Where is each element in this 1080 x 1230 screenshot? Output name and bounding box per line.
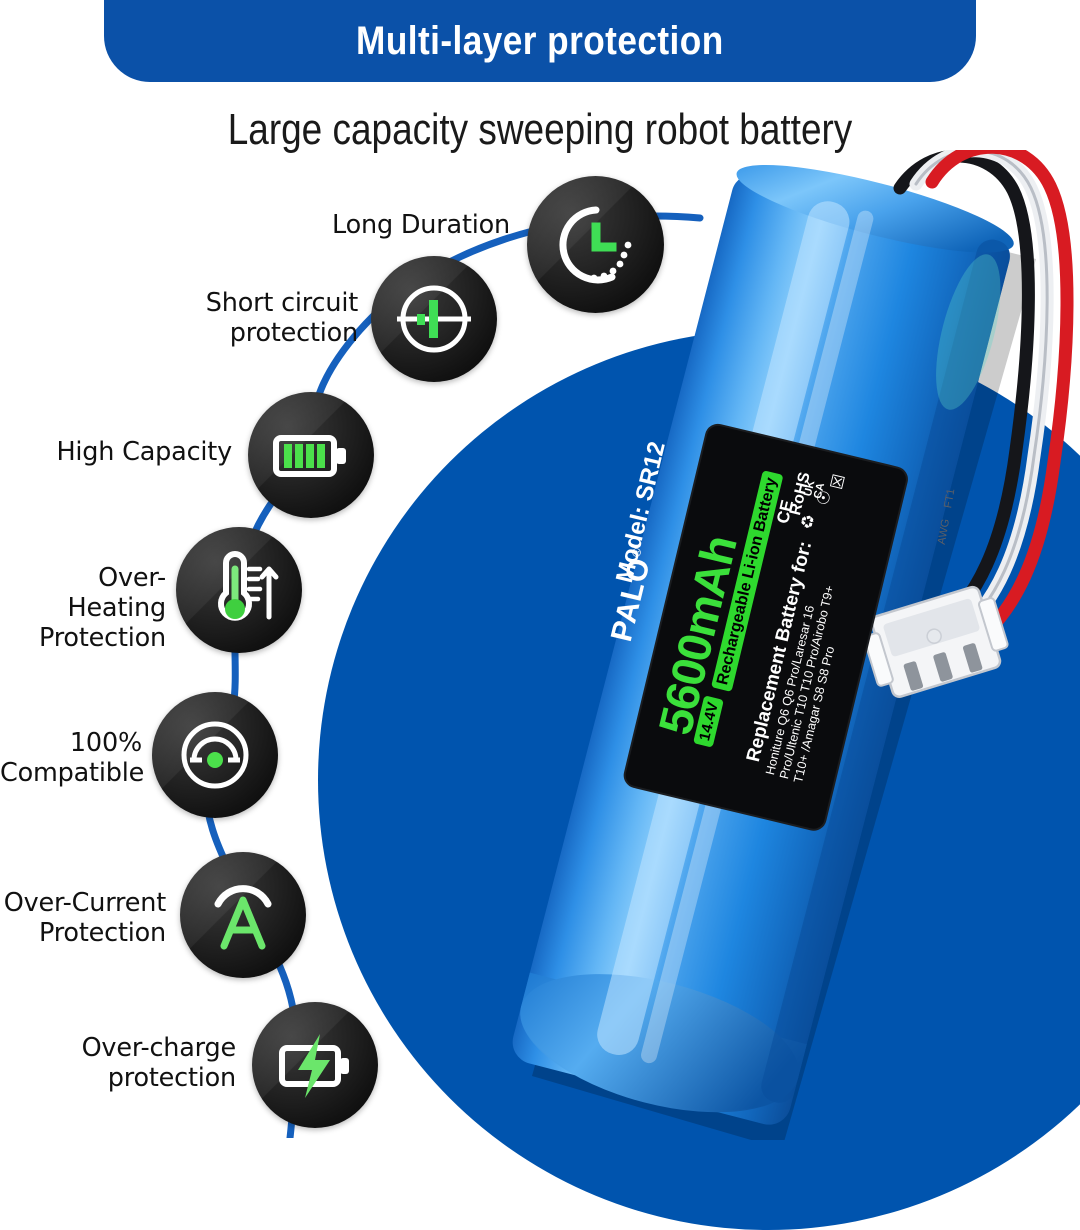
page-title: Multi-layer protection bbox=[356, 18, 724, 63]
compatible-line1: 100% bbox=[69, 728, 142, 758]
header-banner: Multi-layer protection bbox=[104, 0, 976, 82]
battery-bars-icon bbox=[273, 435, 346, 477]
feature-label-over-heating: Over-Heating Protection bbox=[0, 563, 166, 653]
feature-node-over-current[interactable] bbox=[180, 852, 306, 978]
battery-bolt-icon bbox=[279, 1034, 349, 1098]
clock-icon bbox=[558, 206, 631, 283]
over-charge-line2: protection bbox=[107, 1063, 236, 1094]
feature-node-over-heating[interactable] bbox=[176, 527, 302, 653]
battery-product-image: FT1 AWG bbox=[430, 150, 1080, 1140]
short-circuit-line2: protection bbox=[229, 318, 358, 349]
feature-label-over-current: Over-Current Protection bbox=[0, 888, 166, 948]
feature-node-compatible[interactable] bbox=[152, 692, 278, 818]
ampere-icon bbox=[214, 885, 272, 950]
over-charge-line1: Over-charge bbox=[81, 1033, 237, 1063]
svg-text:FT1: FT1 bbox=[942, 488, 957, 509]
short-circuit-icon bbox=[397, 285, 471, 353]
over-heating-line2: Protection bbox=[38, 623, 166, 654]
svg-text:AWG: AWG bbox=[936, 518, 952, 546]
thermometer-icon bbox=[218, 551, 279, 621]
feature-node-short-circuit[interactable] bbox=[371, 256, 497, 382]
feature-label-over-charge: Over-charge protection bbox=[20, 1033, 237, 1094]
short-circuit-line1: Short circuit bbox=[205, 288, 358, 318]
feature-node-long-duration[interactable] bbox=[527, 176, 664, 313]
over-heating-line1: Over-Heating bbox=[67, 563, 166, 624]
feature-node-over-charge[interactable] bbox=[252, 1002, 378, 1128]
gauge-icon bbox=[181, 721, 249, 789]
feature-label-short-circuit: Short circuit protection bbox=[90, 288, 358, 348]
over-current-line1: Over-Current bbox=[3, 888, 166, 918]
compatible-line2: Compatible bbox=[0, 758, 145, 789]
feature-label-compatible: 100% Compatible bbox=[0, 728, 145, 789]
over-current-line2: Protection bbox=[38, 918, 166, 949]
feature-label-high-capacity: High Capacity bbox=[56, 437, 232, 467]
page-subtitle: Large capacity sweeping robot battery bbox=[227, 105, 853, 154]
feature-node-high-capacity[interactable] bbox=[248, 392, 374, 518]
feature-label-long-duration: Long Duration bbox=[332, 210, 510, 240]
